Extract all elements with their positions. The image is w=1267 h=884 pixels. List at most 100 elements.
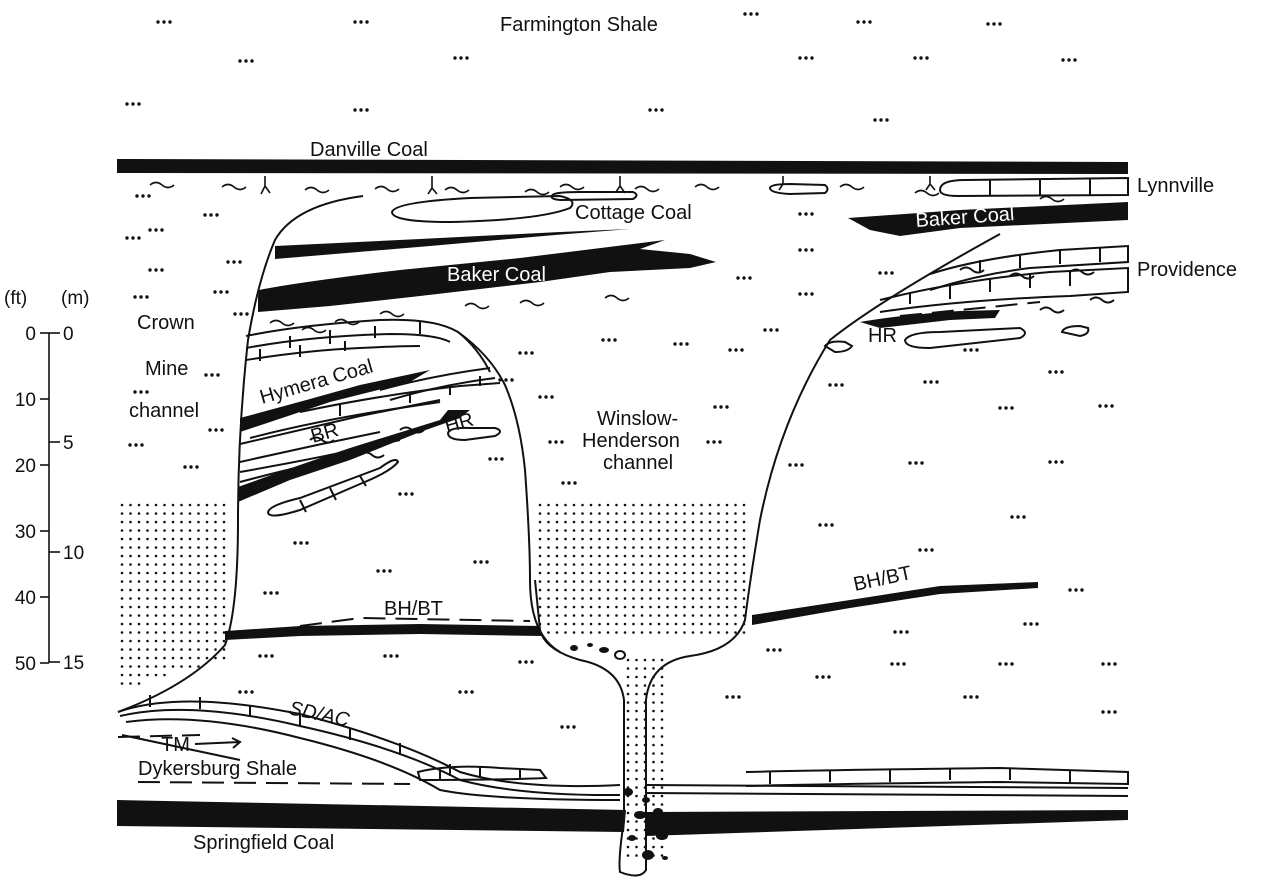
sand-dot [615, 521, 618, 524]
shale-dot [992, 22, 995, 25]
sand-dot [172, 563, 175, 566]
sand-dot [189, 538, 192, 541]
sand-dot [556, 623, 559, 626]
sand-dot [223, 631, 226, 634]
sand-dot [564, 521, 567, 524]
sand-dot [726, 546, 729, 549]
sand-dot [172, 597, 175, 600]
sand-dot [146, 648, 149, 651]
sand-dot [675, 512, 678, 515]
sand-dot [189, 606, 192, 609]
sand-dot [615, 580, 618, 583]
sand-dot [661, 803, 664, 806]
sand-dot [206, 606, 209, 609]
sand-dot [661, 744, 664, 747]
sand-dot [734, 546, 737, 549]
sand-dot [607, 512, 610, 515]
sand-dot [692, 512, 695, 515]
sand-dot [627, 846, 630, 849]
sand-dot [607, 563, 610, 566]
shale-dot [573, 481, 576, 484]
sand-dot [163, 674, 166, 677]
sand-dot [615, 538, 618, 541]
shale-dot [798, 292, 801, 295]
sand-dot [624, 614, 627, 617]
sand-dot [661, 718, 664, 721]
sand-dot [661, 769, 664, 772]
sand-dot [709, 614, 712, 617]
sand-dot [155, 648, 158, 651]
sand-dot [666, 504, 669, 507]
sand-dot [564, 631, 567, 634]
sand-dot [624, 606, 627, 609]
sand-dot [743, 572, 746, 575]
sand-dot [661, 735, 664, 738]
sand-dot [709, 521, 712, 524]
sand-dot [564, 623, 567, 626]
shale-dot [725, 405, 728, 408]
sand-dot [641, 572, 644, 575]
shale-dot [1098, 404, 1101, 407]
sand-dot [172, 555, 175, 558]
sand-dot [180, 512, 183, 515]
shale-dot [1107, 710, 1110, 713]
shale-dot [560, 440, 563, 443]
sand-dot [206, 648, 209, 651]
sand-dot [726, 589, 729, 592]
shale-dot [215, 213, 218, 216]
sand-dot [539, 555, 542, 558]
scale-m-unit: (m) [61, 288, 89, 309]
sand-dot [146, 529, 149, 532]
shale-dot [148, 268, 151, 271]
sand-dot [556, 606, 559, 609]
scale-m-tick-5: 5 [63, 433, 74, 454]
sand-dot [172, 631, 175, 634]
sand-dot [652, 701, 655, 704]
sand-dot [632, 529, 635, 532]
sand-dot [172, 521, 175, 524]
sand-dot [197, 580, 200, 583]
shale-dot [856, 20, 859, 23]
sand-dot [155, 665, 158, 668]
shale-dot [1104, 404, 1107, 407]
shale-dot [204, 373, 207, 376]
sand-dot [180, 623, 183, 626]
shale-dot [749, 12, 752, 15]
sand-dot [635, 803, 638, 806]
sand-dot [675, 504, 678, 507]
sand-dot [675, 538, 678, 541]
sand-dot [652, 846, 655, 849]
sand-dot [564, 614, 567, 617]
sand-dot [692, 572, 695, 575]
shale-dot [216, 373, 219, 376]
sand-dot [615, 504, 618, 507]
shale-dot [778, 648, 781, 651]
sand-dot [197, 606, 200, 609]
sand-dot [172, 614, 175, 617]
sand-dot [138, 555, 141, 558]
sand-dot [155, 674, 158, 677]
sand-dot [649, 563, 652, 566]
sand-dot [189, 563, 192, 566]
sand-dot [590, 589, 593, 592]
sand-dot [172, 512, 175, 515]
sand-dot [649, 614, 652, 617]
sand-dot [700, 614, 703, 617]
sand-dot [734, 589, 737, 592]
shale-dot [963, 695, 966, 698]
shale-dot [679, 342, 682, 345]
sand-dot [652, 752, 655, 755]
sand-dot [726, 538, 729, 541]
sand-dot [658, 597, 661, 600]
shale-dot [798, 248, 801, 251]
shale-dot [800, 463, 803, 466]
sand-dot [661, 846, 664, 849]
sand-dot [658, 589, 661, 592]
shale-dot [685, 342, 688, 345]
sand-dot [734, 563, 737, 566]
sand-dot [635, 854, 638, 857]
sand-dot [138, 648, 141, 651]
winslow-henderson-label-2: Henderson [582, 430, 680, 452]
shale-dot [884, 271, 887, 274]
shale-dot [145, 295, 148, 298]
